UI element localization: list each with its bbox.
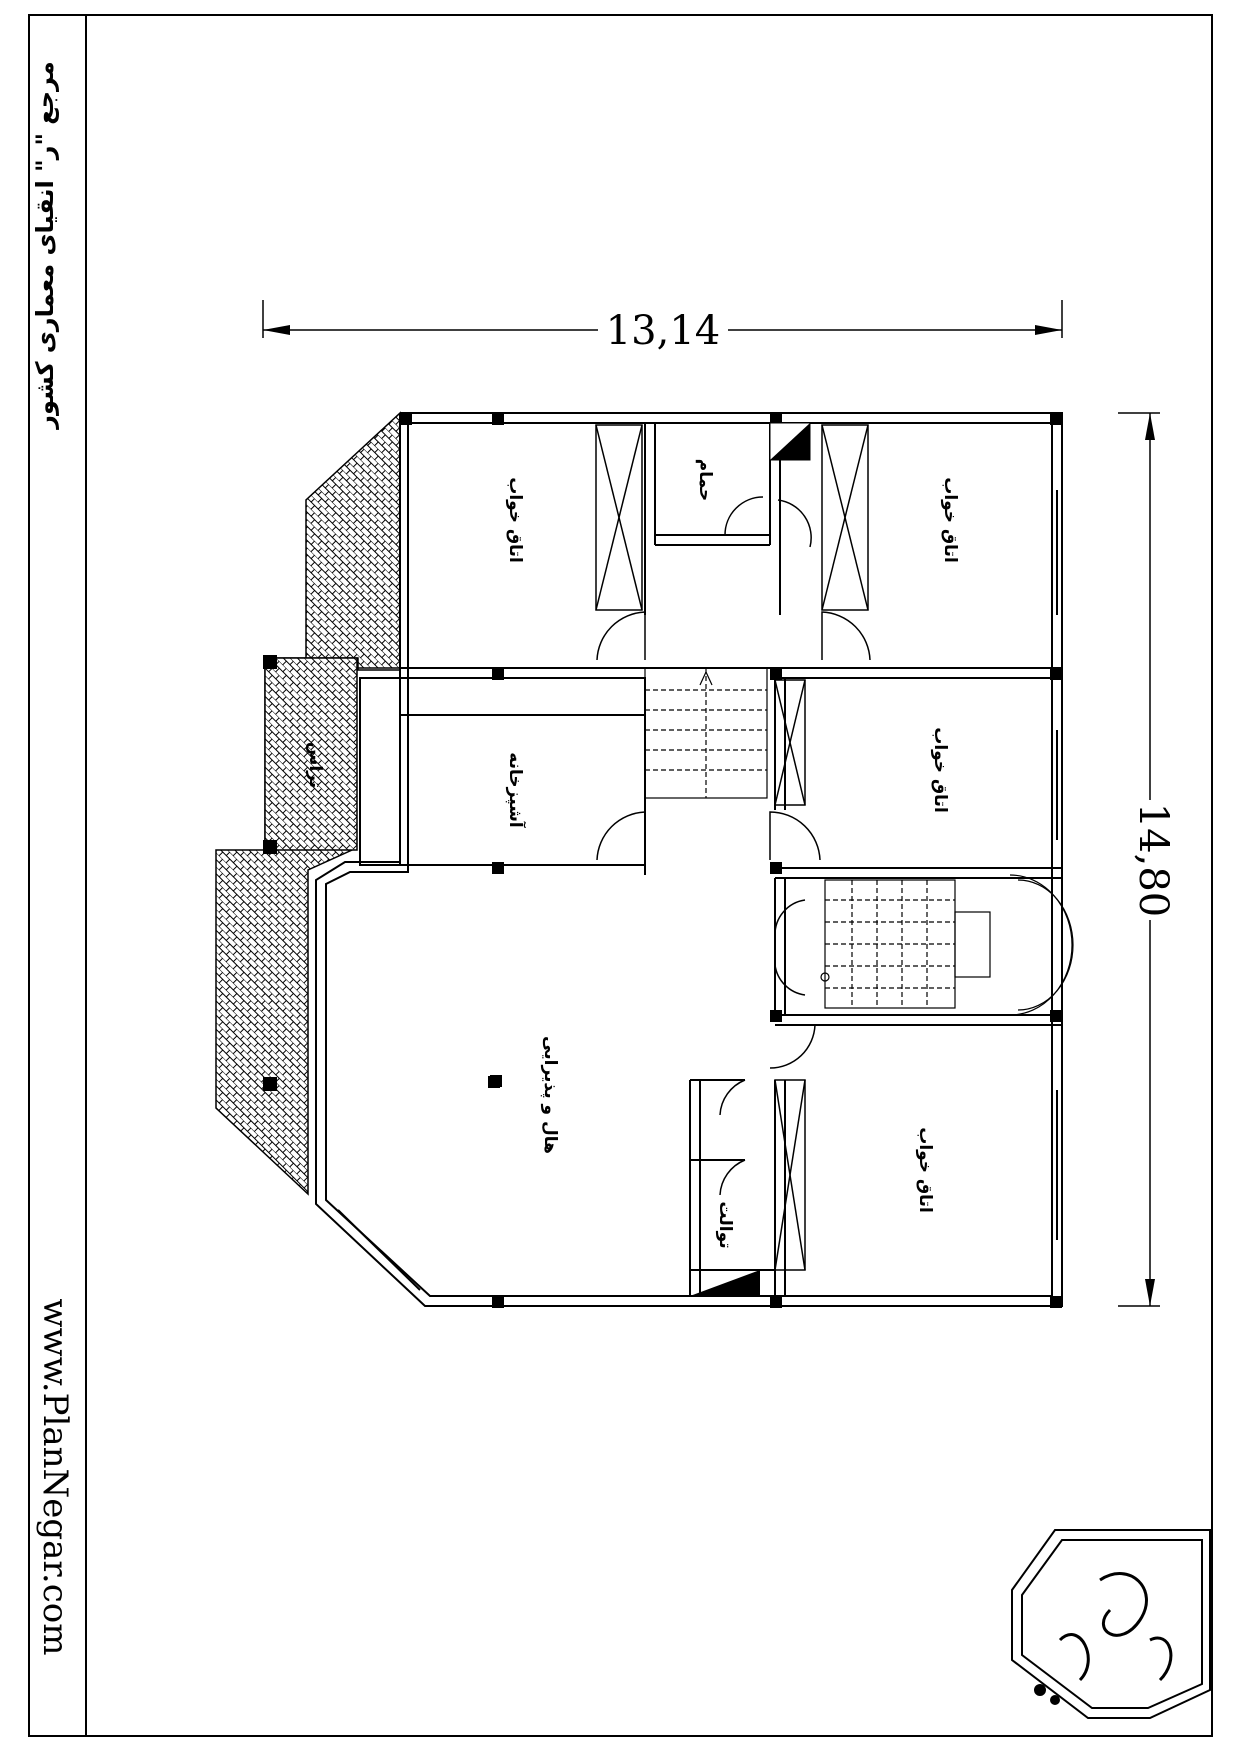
upper-staircase — [644, 667, 768, 799]
terrace-hatch — [215, 411, 401, 1196]
structural-columns — [400, 413, 1062, 1308]
depth-dimension-label: 14,80 — [1130, 803, 1176, 918]
label-kitchen: آشپزخانه — [505, 752, 527, 829]
room-labels: اتاق خواب حمام اتاق خواب آشپزخانه اتاق خ… — [305, 459, 960, 1249]
door-swings — [596, 496, 871, 1196]
width-dimension: 13,14 — [262, 300, 1063, 354]
width-dimension-label: 13,14 — [606, 308, 721, 354]
label-toilet: توالت — [715, 1201, 735, 1248]
label-bathroom: حمام — [695, 459, 715, 502]
plannegar-logo — [1011, 1529, 1211, 1719]
label-bedroom-bottom-right: اتاق خواب — [915, 1127, 935, 1213]
sidebar-divider — [85, 14, 87, 1737]
label-bedroom-middle-right: اتاق خواب — [930, 727, 950, 813]
depth-dimension: 14,80 — [1118, 412, 1176, 1307]
hall-marker — [488, 1076, 500, 1088]
wardrobes — [595, 424, 869, 1271]
drawing-frame — [28, 14, 1213, 1737]
label-bedroom-top-left: اتاق خواب — [505, 477, 525, 563]
label-bedroom-top-right: اتاق خواب — [940, 477, 960, 563]
outer-walls — [315, 412, 1063, 1307]
label-terrace: تراس — [305, 742, 325, 788]
label-hall: هال و پذیرایی — [540, 1036, 560, 1154]
lower-staircase — [820, 874, 1074, 1016]
